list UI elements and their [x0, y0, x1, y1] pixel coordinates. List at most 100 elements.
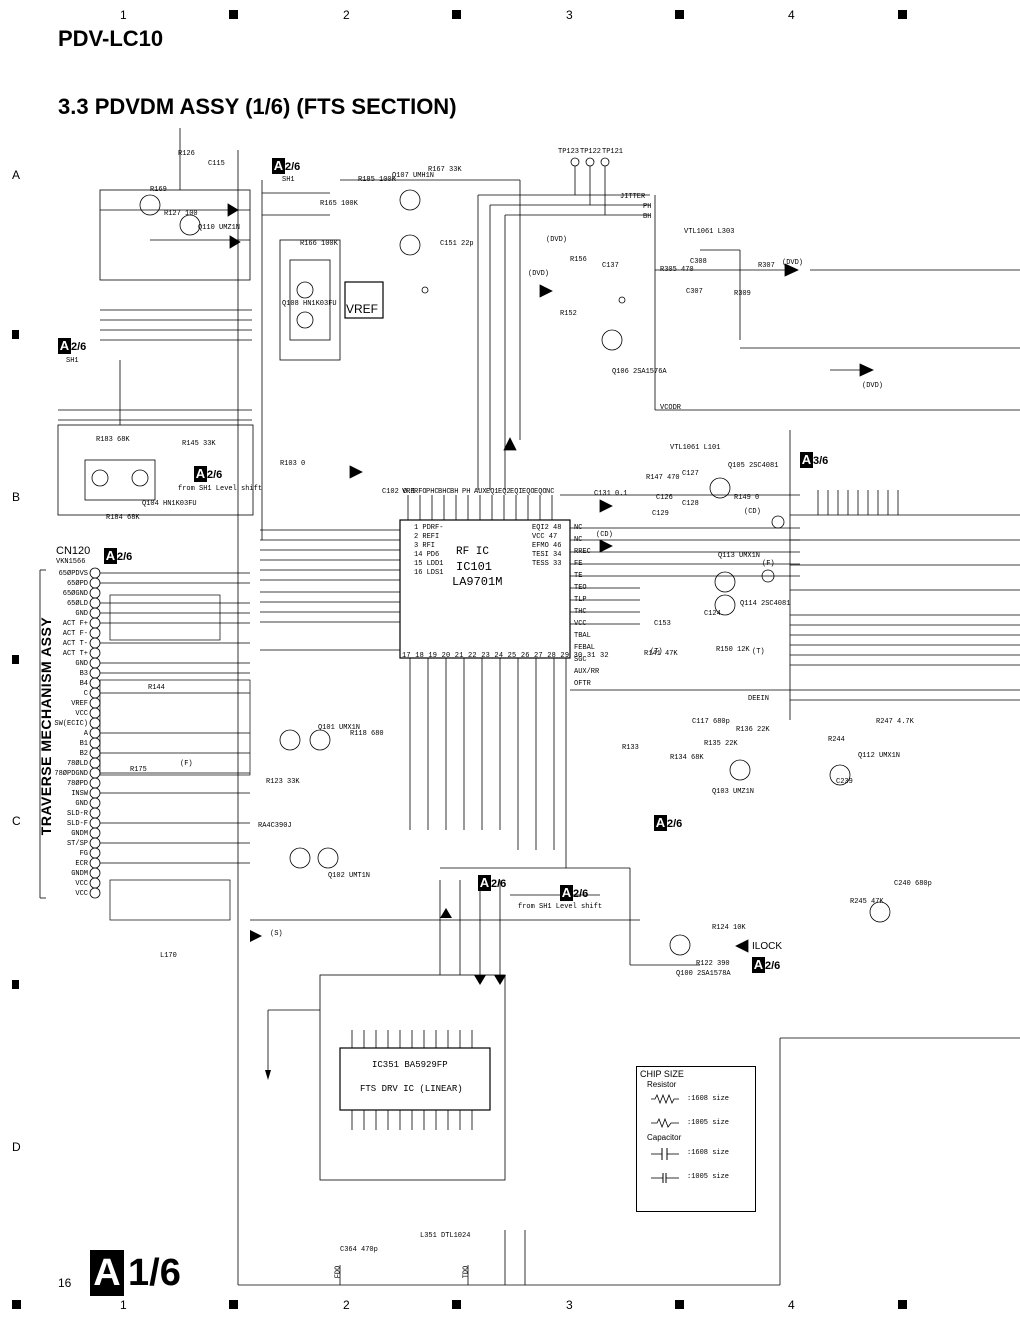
cn120-pin-label: C	[83, 690, 88, 698]
t-tag: (T)	[752, 648, 765, 656]
ic101-top-pin: EQO1	[522, 488, 534, 496]
cd-tag: (CD)	[744, 508, 761, 516]
ic101-top-pin: VREF	[402, 488, 414, 496]
ic101-right-pin: TE	[574, 572, 583, 580]
chip-resistor-label: Resistor	[647, 1080, 677, 1089]
col-4-bottom: 4	[788, 1298, 795, 1312]
cn120-part: VKN1566	[56, 558, 86, 566]
f-tag: (F)	[762, 560, 775, 568]
dvd-tag: (DVD)	[528, 270, 550, 278]
chip-size-title: CHIP SIZE	[640, 1069, 684, 1079]
ic101-inner-left-pin: 1 PDRF-	[414, 524, 444, 532]
cn120-pin-label: ACT T-	[62, 640, 88, 648]
vcodr-label: VCODR	[660, 404, 682, 412]
ic101-top-pin: PH	[462, 488, 471, 496]
cn120-pin-label: ACT F-	[62, 630, 88, 638]
ic351-line1: IC351 BA5929FP	[372, 1060, 448, 1070]
ic101-top-pin: EQO2	[534, 488, 546, 496]
cn120-pin-label: INSW	[71, 790, 88, 798]
cn120-pin-label: VREF	[71, 700, 88, 708]
t-tag: (T)	[650, 648, 663, 656]
ilock-label: ILOCK	[752, 941, 783, 952]
dvd-tag: (DVD)	[862, 382, 884, 390]
chip-capacitor-label: Capacitor	[647, 1133, 682, 1142]
ic101-inner-right-pin: EQI2 48	[532, 524, 562, 532]
ph-label: PH	[643, 203, 652, 211]
cn120-pin-label: VCC	[75, 880, 88, 888]
cn120-pin-label: 65ØPDVS	[58, 570, 88, 578]
fdo-label: FDO	[334, 1265, 343, 1279]
ic101-top-pin: AUX	[474, 488, 486, 496]
cn120-pin-label: ACT T+	[62, 650, 88, 658]
page-number: 16	[58, 1276, 72, 1290]
tp121-label: TP121	[602, 148, 624, 156]
capacitor-1005-icon	[651, 1173, 679, 1183]
model-title: PDV-LC10	[58, 26, 164, 51]
cn120-pin-label: GNDM	[71, 870, 88, 878]
ic101-top-pin: PHC	[426, 488, 438, 496]
ic101-top-pin: BH	[450, 488, 459, 496]
ic101-top-pin: EQ1	[486, 488, 498, 496]
ic351-line2: FTS DRV IC (LINEAR)	[360, 1084, 463, 1094]
ic101-right-pin: NC	[574, 536, 583, 544]
ic101-bottom-pin-numbers: 17 18 19 20 21 22 23 24 25 26 27 28 29 3…	[402, 652, 609, 660]
ic101-right-pin: OFTR	[574, 680, 591, 688]
cn120-pin-label: SW(ECIC)	[54, 720, 88, 728]
ic101-inner-left-pin: 16 LDS1	[414, 569, 444, 577]
ic101-right-pin: NC	[574, 524, 583, 532]
capacitor-1005-size: :1005 size	[687, 1173, 730, 1181]
grid-mark	[229, 10, 238, 19]
cn120-pin-label: 78ØPD	[66, 780, 88, 788]
col-1-top: 1	[120, 8, 127, 22]
resistor-1005-size: :1005 size	[687, 1119, 730, 1127]
cn120-pin-label: ACT F+	[62, 620, 88, 628]
bh-label: BH	[643, 213, 652, 221]
cn120-pin-label: B4	[79, 680, 88, 688]
resistor-1005-icon	[651, 1117, 679, 1129]
row-b: B	[12, 490, 21, 504]
ic101-line2: IC101	[456, 560, 493, 574]
cn120-pin-label: B3	[79, 670, 88, 678]
col-2-top: 2	[343, 8, 350, 22]
ic101-right-pin: SGC	[574, 656, 587, 664]
cn120-pin-label: GNDM	[71, 830, 88, 838]
cd-tag: (CD)	[596, 531, 613, 539]
ic101-inner-right-pin: TESI 34	[532, 551, 562, 559]
ic101-inner-left-pin: 3 RFI	[414, 542, 436, 550]
row-c: C	[12, 814, 21, 828]
level-shift-note: from SH1 Level shift	[518, 903, 603, 911]
ic101-right-pin: FE	[574, 560, 583, 568]
cn120-pin-label: 65ØGND	[62, 590, 88, 598]
deein-label: DEEIN	[748, 695, 770, 703]
cn120-pin-label: SLD-R	[66, 810, 88, 818]
cn120-pin-label: FG	[79, 850, 88, 858]
cn120-pin-label: ST/SP	[66, 840, 88, 848]
tdo-label: TDO	[462, 1265, 471, 1279]
ic101-top-pins: VREFRFOPHCBHCBHPHAUXEQ1EQ2EQI1EQO1EQO2NC	[402, 488, 558, 499]
sheet-ref-sub: SH1	[66, 357, 79, 365]
col-4-top: 4	[788, 8, 795, 22]
ic101-inner-left-pin: 14 PD6	[414, 551, 440, 559]
col-3-top: 3	[566, 8, 573, 22]
ic101-right-pin: THC	[574, 608, 587, 616]
capacitor-1608-icon	[651, 1148, 679, 1160]
ic101-top-pin: EQ2	[498, 488, 510, 496]
ic101-right-pin: TLP	[574, 596, 587, 604]
ic101-right-pin: FEBAL	[574, 644, 596, 652]
tp123-label: TP123	[558, 148, 580, 156]
cn120-name: CN120	[56, 545, 91, 557]
col-1-bottom: 1	[120, 1298, 127, 1312]
resistor-1608-size: :1608 size	[687, 1095, 730, 1103]
cn120-pin-label: GND	[75, 660, 88, 668]
cn120-pin-label: VCC	[75, 710, 88, 718]
grid-mark	[898, 1300, 907, 1309]
